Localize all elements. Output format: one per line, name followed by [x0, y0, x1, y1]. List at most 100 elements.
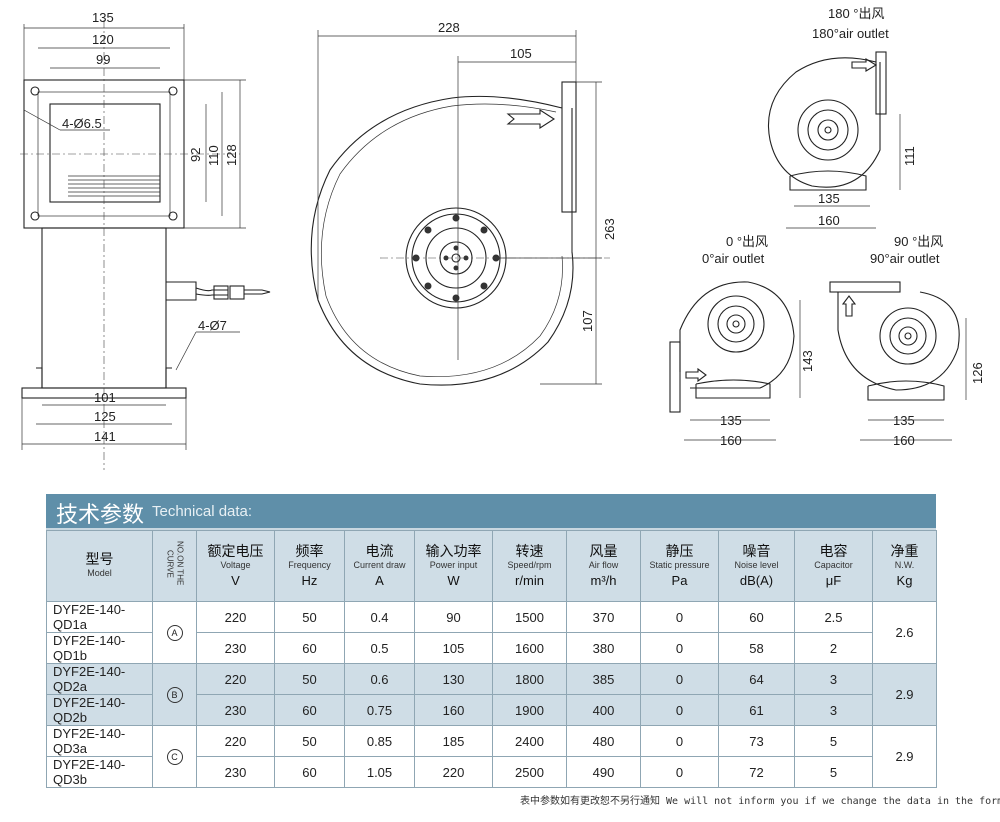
cell-current: 0.75 [344, 694, 415, 726]
dim-263: 263 [602, 218, 617, 240]
cell-model: DYF2E-140-QD2a [46, 663, 153, 695]
dim-107: 107 [580, 310, 595, 332]
table-row: DYF2E-140-QD1a A 220 50 0.4 90 1500 370 … [46, 601, 937, 664]
outlet-90-dim-160: 160 [893, 433, 915, 448]
side-view: 228 105 263 107 [310, 20, 617, 386]
cell-weight: 2.9 [872, 663, 937, 726]
cell-airflow: 370 [566, 601, 641, 633]
cell-speed: 2500 [492, 756, 567, 788]
cell-model: DYF2E-140-QD1b [46, 632, 153, 664]
outlet-180-en: 180°air outlet [812, 26, 889, 41]
cell-pressure: 0 [640, 725, 719, 757]
cell-capacitor: 5 [794, 725, 873, 757]
cell-noise: 58 [718, 632, 795, 664]
tech-title-en: Technical data: [152, 503, 253, 520]
cell-model: DYF2E-140-QD2b [46, 694, 153, 726]
cell-frequency: 60 [274, 756, 345, 788]
outlet-90-view: 90 °出风 90°air outlet 135 160 126 [829, 234, 985, 448]
cell-speed: 2400 [492, 725, 567, 757]
col-curve: NO.ON THE CURVE [152, 530, 197, 602]
outlet-90-cn: 90 °出风 [894, 234, 943, 249]
cell-airflow: 380 [566, 632, 641, 664]
cell-voltage: 220 [196, 601, 275, 633]
cell-voltage: 230 [196, 694, 275, 726]
tech-title-cn: 技术参数 [56, 503, 145, 528]
cell-pressure: 0 [640, 601, 719, 633]
cell-capacitor: 2.5 [794, 601, 873, 633]
cell-speed: 1800 [492, 663, 567, 695]
outlet-0-dim-135: 135 [720, 413, 742, 428]
cell-noise: 72 [718, 756, 795, 788]
footnote: 表中参数如有更改恕不另行通知 We will not inform you if… [520, 796, 1000, 807]
cell-voltage: 220 [196, 725, 275, 757]
cell-weight: 2.9 [872, 725, 937, 788]
cell-power: 105 [414, 632, 493, 664]
cell-pressure: 0 [640, 632, 719, 664]
dim-228: 228 [438, 20, 460, 35]
dim-141: 141 [94, 429, 116, 444]
cell-curve: C [152, 725, 197, 788]
outlet-180-cn: 180 °出风 [828, 6, 885, 21]
cell-noise: 60 [718, 601, 795, 633]
tech-data-header: 技术参数 Technical data: [46, 494, 936, 530]
cell-pressure: 0 [640, 756, 719, 788]
front-view: 135 120 99 92 110 128 4-Ø6.5 4-Ø7 101 12… [20, 10, 271, 470]
cell-power: 185 [414, 725, 493, 757]
cell-voltage: 230 [196, 756, 275, 788]
cell-frequency: 50 [274, 725, 345, 757]
dim-92: 92 [188, 148, 203, 162]
table-row: DYF2E-140-QD3a C 220 50 0.85 185 2400 48… [46, 725, 937, 788]
cell-curve: B [152, 663, 197, 726]
outlet-180-view: 180 °出风 180°air outlet 135 160 111 [767, 6, 917, 229]
cell-capacitor: 3 [794, 663, 873, 695]
cell-speed: 1500 [492, 601, 567, 633]
cell-noise: 61 [718, 694, 795, 726]
cell-capacitor: 3 [794, 694, 873, 726]
cell-current: 1.05 [344, 756, 415, 788]
cell-pressure: 0 [640, 694, 719, 726]
dim-125: 125 [94, 409, 116, 424]
cell-power: 220 [414, 756, 493, 788]
cell-current: 0.6 [344, 663, 415, 695]
cell-current: 0.4 [344, 601, 415, 633]
cell-curve: A [152, 601, 197, 664]
dim-holes-7: 4-Ø7 [198, 318, 227, 333]
dim-99: 99 [96, 52, 110, 67]
cell-noise: 73 [718, 725, 795, 757]
cell-model: DYF2E-140-QD1a [46, 601, 153, 633]
cell-model: DYF2E-140-QD3a [46, 725, 153, 757]
table-row: DYF2E-140-QD2b 230 60 0.75 160 1900 400 … [46, 694, 937, 726]
cell-airflow: 385 [566, 663, 641, 695]
cell-current: 0.85 [344, 725, 415, 757]
cell-power: 160 [414, 694, 493, 726]
dim-120: 120 [92, 32, 114, 47]
cell-airflow: 480 [566, 725, 641, 757]
cell-current: 0.5 [344, 632, 415, 664]
cell-weight: 2.6 [872, 601, 937, 664]
cell-model: DYF2E-140-QD3b [46, 756, 153, 788]
outlet-0-dim-143: 143 [800, 350, 815, 372]
dim-101: 101 [94, 390, 116, 405]
outlet-0-dim-160: 160 [720, 433, 742, 448]
dim-128: 128 [224, 144, 239, 166]
dim-110: 110 [206, 145, 221, 166]
cell-frequency: 60 [274, 694, 345, 726]
outlet-0-view: 0 °出风 0°air outlet 135 160 143 [669, 234, 815, 448]
dim-holes-6-5: 4-Ø6.5 [62, 116, 102, 131]
cell-capacitor: 2 [794, 632, 873, 664]
outlet-180-dim-135: 135 [818, 191, 840, 206]
cell-speed: 1600 [492, 632, 567, 664]
outlet-0-en: 0°air outlet [702, 251, 765, 266]
cell-frequency: 60 [274, 632, 345, 664]
